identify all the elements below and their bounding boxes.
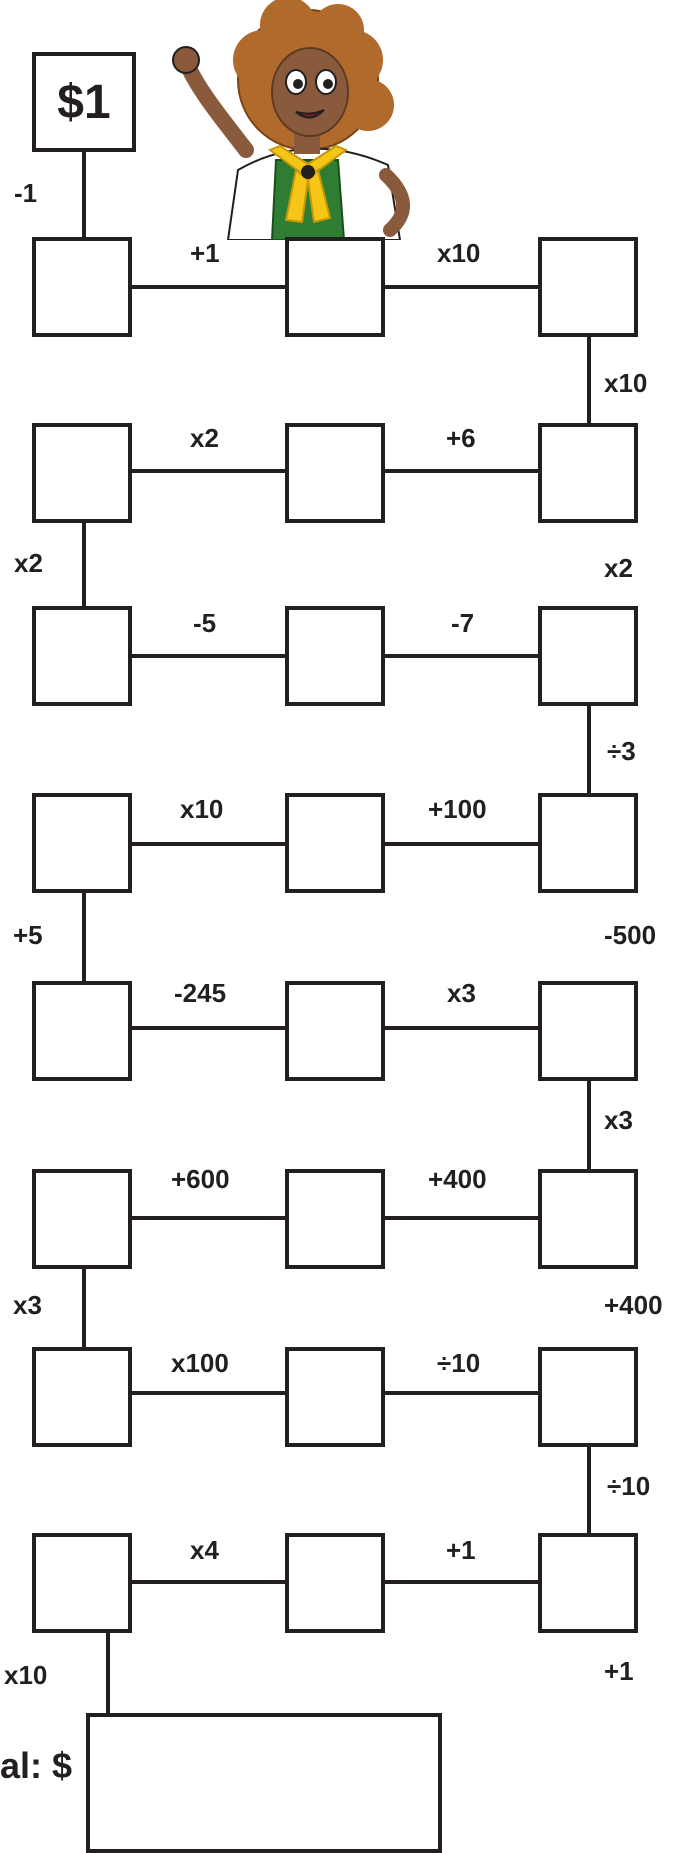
- connector-line: [132, 285, 285, 289]
- connector-line: [132, 1580, 285, 1584]
- connector-line: [132, 842, 285, 846]
- connector-line: [587, 706, 591, 794]
- answer-box[interactable]: [32, 793, 132, 893]
- operation-label: +1: [446, 1537, 476, 1563]
- connector-line: [385, 469, 538, 473]
- connector-label: x10: [604, 370, 647, 396]
- answer-box[interactable]: [32, 1169, 132, 1269]
- operation-label: -5: [193, 610, 216, 636]
- answer-box[interactable]: [285, 237, 385, 337]
- connector-line: [587, 1447, 591, 1535]
- connector-label: x3: [13, 1292, 42, 1318]
- girl-scout-mascot-icon: [168, 0, 468, 240]
- operation-label: x4: [190, 1537, 219, 1563]
- connector-line: [82, 523, 86, 608]
- answer-box[interactable]: [285, 793, 385, 893]
- answer-box[interactable]: [538, 1347, 638, 1447]
- connector-line: [132, 1026, 285, 1030]
- connector-label: x10: [4, 1662, 47, 1688]
- puzzle-diagram: $1 -1 +1 x10 x10 x2 +6 x2 x2 -5 -7 ÷3 x1…: [0, 0, 699, 1812]
- operation-label: +6: [446, 425, 476, 451]
- connector-line: [132, 1216, 285, 1220]
- answer-box[interactable]: [285, 606, 385, 706]
- answer-box[interactable]: [538, 237, 638, 337]
- answer-box[interactable]: [32, 981, 132, 1081]
- answer-box[interactable]: [538, 606, 638, 706]
- answer-box[interactable]: [32, 606, 132, 706]
- operation-label: x10: [437, 240, 480, 266]
- operation-label: -245: [174, 980, 226, 1006]
- operation-label: +600: [171, 1166, 230, 1192]
- answer-box[interactable]: [285, 1533, 385, 1633]
- connector-line: [385, 285, 538, 289]
- connector-label: x2: [604, 555, 633, 581]
- operation-label: x2: [190, 425, 219, 451]
- connector-line: [82, 893, 86, 983]
- connector-label: x3: [604, 1107, 633, 1133]
- answer-box[interactable]: [32, 423, 132, 523]
- final-total-box[interactable]: [86, 1713, 442, 1853]
- answer-box[interactable]: [32, 237, 132, 337]
- connector-label: +5: [13, 922, 43, 948]
- connector-label: +1: [604, 1658, 634, 1684]
- connector-line: [385, 1580, 538, 1584]
- connector-line: [587, 1081, 591, 1171]
- start-amount: $1: [57, 75, 110, 130]
- operation-label: +400: [428, 1166, 487, 1192]
- connector-line: [385, 1391, 538, 1395]
- connector-label: ÷3: [607, 738, 636, 764]
- operation-label: +100: [428, 796, 487, 822]
- connector-label: ÷10: [607, 1473, 650, 1499]
- answer-box[interactable]: [285, 981, 385, 1081]
- answer-box[interactable]: [285, 423, 385, 523]
- answer-box[interactable]: [285, 1347, 385, 1447]
- connector-line: [106, 1633, 110, 1715]
- connector-label: -500: [604, 922, 656, 948]
- operation-label: -7: [451, 610, 474, 636]
- connector-line: [82, 152, 86, 242]
- answer-box[interactable]: [538, 1169, 638, 1269]
- connector-line: [385, 1216, 538, 1220]
- answer-box[interactable]: [285, 1169, 385, 1269]
- answer-box[interactable]: [538, 793, 638, 893]
- connector-label: -1: [14, 180, 37, 206]
- connector-line: [385, 842, 538, 846]
- connector-line: [132, 654, 285, 658]
- connector-line: [587, 337, 591, 425]
- answer-box[interactable]: [32, 1533, 132, 1633]
- operation-label: x10: [180, 796, 223, 822]
- connector-line: [82, 1269, 86, 1351]
- operation-label: +1: [190, 240, 220, 266]
- connector-line: [132, 1391, 285, 1395]
- operation-label: x100: [171, 1350, 229, 1376]
- connector-line: [385, 1026, 538, 1030]
- answer-box[interactable]: [538, 981, 638, 1081]
- operation-label: ÷10: [437, 1350, 480, 1376]
- connector-label: +400: [604, 1292, 663, 1318]
- operation-label: x3: [447, 980, 476, 1006]
- final-total-label: al: $: [0, 1748, 72, 1784]
- start-box: $1: [32, 52, 136, 152]
- connector-line: [132, 469, 285, 473]
- answer-box[interactable]: [538, 1533, 638, 1633]
- connector-line: [385, 654, 538, 658]
- answer-box[interactable]: [538, 423, 638, 523]
- answer-box[interactable]: [32, 1347, 132, 1447]
- connector-label: x2: [14, 550, 43, 576]
